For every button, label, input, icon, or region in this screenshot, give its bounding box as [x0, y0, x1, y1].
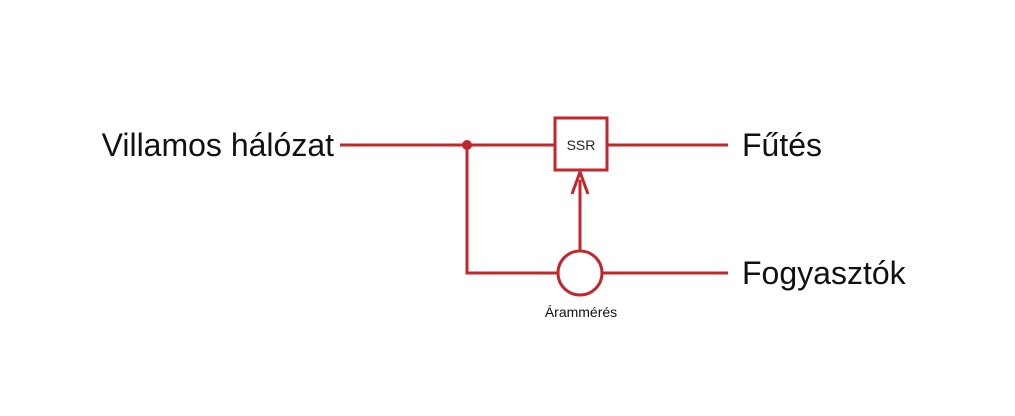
control-arrow-head	[570, 167, 590, 195]
ssr-label: SSR	[567, 137, 596, 153]
consumers-label: Fogyasztók	[742, 255, 907, 291]
current-measurement-label: Árammérés	[545, 304, 617, 320]
heating-label: Fűtés	[742, 127, 822, 163]
current-meter-circle	[556, 249, 604, 297]
source-label: Villamos hálózat	[102, 127, 335, 163]
